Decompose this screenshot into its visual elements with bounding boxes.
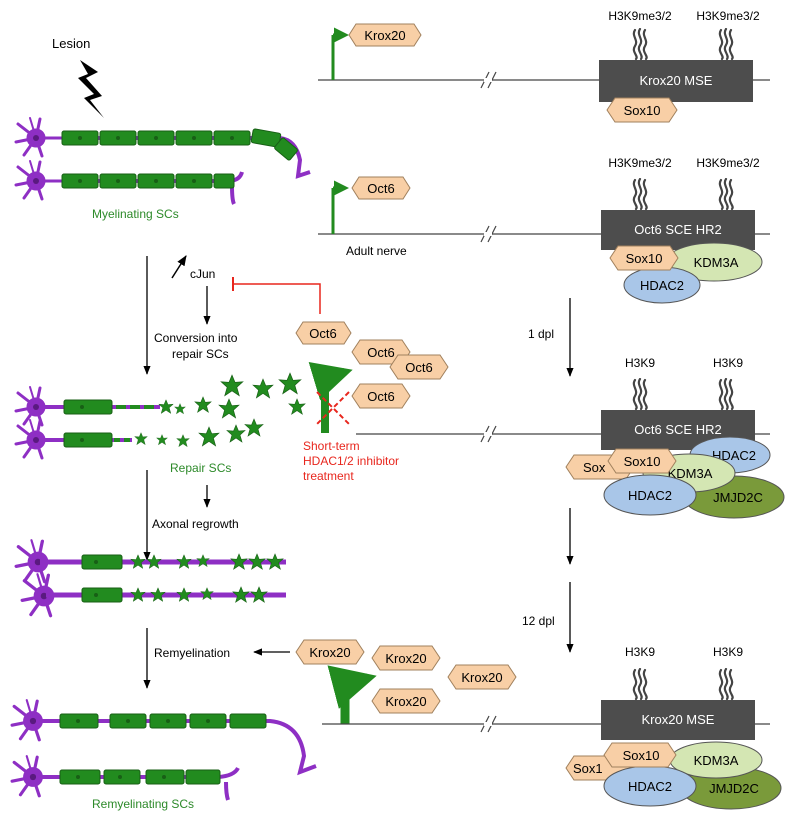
enhancer-label: Oct6 SCE HR2 — [634, 222, 721, 237]
lightning-bolt-icon — [78, 60, 104, 118]
kdm3a-label: KDM3A — [694, 255, 739, 270]
histone-mark-label: H3K9 — [713, 645, 743, 659]
krox20-locus-12dpl: H3K9 H3K9 Krox20 MSE JMJD2C KDM3A Sox1 H… — [322, 645, 782, 810]
histone-tail-icon — [632, 28, 648, 60]
histone-tail-icon — [632, 668, 648, 700]
sox10-label: Sox10 — [624, 454, 661, 469]
conversion-label-2: repair SCs — [172, 347, 229, 361]
break-icon — [480, 425, 497, 443]
repair-sc-cluster — [134, 372, 306, 447]
enhancer-box — [601, 210, 755, 250]
gene-label — [348, 23, 422, 47]
repair-scs-label: Repair SCs — [170, 461, 231, 475]
oct6-promoter — [308, 362, 353, 433]
svg-text:Oct6: Oct6 — [405, 360, 432, 375]
histone-tail-icon — [718, 668, 734, 700]
svg-text:treatment: treatment — [303, 469, 354, 483]
neuron-icon — [14, 116, 47, 158]
oct6-cluster: Oct6 Oct6 Oct6 — [351, 339, 449, 409]
timepoint-1dpl: 1 dpl — [528, 327, 554, 341]
histone-mark-label: H3K9me3/2 — [608, 9, 672, 23]
histone-tail-icon — [632, 178, 648, 210]
svg-text:Oct6: Oct6 — [367, 345, 394, 360]
neuron-icon — [14, 159, 47, 201]
remyelination-label: Remyelination — [154, 646, 230, 660]
enhancer-label: Oct6 SCE HR2 — [634, 422, 721, 437]
break-icon — [480, 225, 497, 243]
krox20-cluster: Krox20 Krox20 Krox20 — [371, 645, 517, 714]
gene-label: Oct6 — [367, 181, 394, 196]
timepoint-12dpl: 12 dpl — [522, 614, 555, 628]
regrowth-axon-2 — [20, 572, 286, 618]
break-icon — [480, 71, 497, 89]
cjun-label: cJun — [190, 267, 215, 281]
myelinating-scs-label: Myelinating SCs — [92, 207, 179, 221]
myelinated-axon-1 — [14, 116, 311, 179]
remyelinating-axon-1 — [10, 698, 317, 776]
sox-label: Sox — [583, 460, 606, 475]
oct6-inhibitor-hexagon: Oct6 — [295, 321, 352, 345]
svg-text:Krox20: Krox20 — [461, 670, 502, 685]
gene-label: Krox20 — [364, 28, 405, 43]
hdac2-label: HDAC2 — [628, 488, 672, 503]
enhancer-box — [599, 60, 753, 102]
svg-text:Short-term: Short-term — [303, 439, 360, 453]
enhancer-label: Krox20 MSE — [640, 73, 713, 88]
krox20-hexagon-left: Krox20 — [295, 639, 365, 665]
inhibition-line — [232, 277, 321, 314]
histone-mark-label: H3K9 — [625, 645, 655, 659]
remyelinating-scs-label: Remyelinating SCs — [92, 797, 194, 811]
histone-mark-label: H3K9me3/2 — [696, 9, 760, 23]
enhancer-box — [601, 700, 755, 740]
remyelinating-axon-2 — [10, 754, 240, 801]
svg-text:Krox20: Krox20 — [309, 645, 350, 660]
upregulation-arrow — [171, 255, 187, 279]
repair-axon-1 — [14, 385, 160, 427]
histone-tail-icon — [718, 378, 734, 410]
promoter-arrow-icon — [331, 180, 349, 234]
krox20-locus-adult: Krox20 H3K9me3/2 H3K9me3/2 Krox20 MSE So… — [318, 9, 770, 123]
svg-text:HDAC1/2 inhibitor: HDAC1/2 inhibitor — [303, 454, 399, 468]
sox-label: Sox1 — [573, 761, 603, 776]
histone-tail-icon — [718, 28, 734, 60]
oct6-locus-1dpl: H3K9 H3K9 Oct6 SCE HR2 JMJD2C HDAC2 Sox … — [356, 356, 785, 519]
histone-mark-label: H3K9me3/2 — [608, 156, 672, 170]
histone-tail-icon — [718, 178, 734, 210]
kdm3a-label: KDM3A — [668, 466, 713, 481]
adult-nerve-label: Adult nerve — [346, 244, 407, 258]
lesion-label: Lesion — [52, 36, 90, 51]
hdac2-label: HDAC2 — [628, 779, 672, 794]
jmjd2c-label: JMJD2C — [709, 781, 759, 796]
hdac-inhibitor-label: Short-term HDAC1/2 inhibitor treatment — [303, 439, 399, 483]
histone-mark-label: H3K9 — [713, 356, 743, 370]
myelinated-axon-2 — [14, 159, 244, 205]
histone-tail-icon — [632, 378, 648, 410]
sox10-label: Sox10 — [626, 251, 663, 266]
repair-axon-2 — [14, 418, 132, 460]
krox20-promoter — [327, 665, 377, 724]
kdm3a-label: KDM3A — [694, 753, 739, 768]
promoter-arrow-icon — [331, 27, 349, 80]
svg-text:Oct6: Oct6 — [309, 326, 336, 341]
sox10-label: Sox10 — [624, 103, 661, 118]
oct6-locus-adult: Oct6 Adult nerve H3K9me3/2 H3K9me3/2 Oct… — [318, 156, 770, 304]
jmjd2c-label: JMJD2C — [713, 490, 763, 505]
svg-text:Oct6: Oct6 — [367, 389, 394, 404]
axonal-regrowth-label: Axonal regrowth — [152, 517, 239, 531]
enhancer-label: Krox20 MSE — [642, 712, 715, 727]
hdac2-label: HDAC2 — [712, 448, 756, 463]
regrowth-axon-1 — [14, 538, 286, 584]
svg-text:Krox20: Krox20 — [385, 694, 426, 709]
histone-mark-label: H3K9me3/2 — [696, 156, 760, 170]
hdac2-label: HDAC2 — [640, 278, 684, 293]
conversion-label-1: Conversion into — [154, 331, 238, 345]
sox10-label: Sox10 — [623, 748, 660, 763]
histone-mark-label: H3K9 — [625, 356, 655, 370]
break-icon — [480, 715, 497, 733]
svg-text:Krox20: Krox20 — [385, 651, 426, 666]
